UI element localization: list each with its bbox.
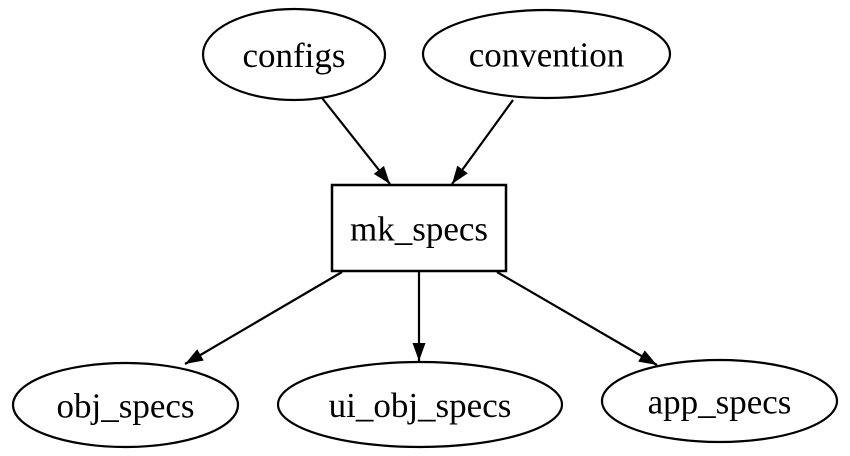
node-app_specs-ellipse — [600, 358, 839, 444]
node-convention: convention — [421, 8, 672, 100]
node-app_specs: app_specs — [600, 358, 839, 444]
node-app_specs-label: app_specs — [648, 383, 792, 422]
node-mk_specs-box — [330, 183, 508, 273]
edge-convention-to-mk_specs — [451, 99, 514, 185]
edge-configs-to-mk_specs — [321, 97, 391, 185]
node-obj_specs: obj_specs — [11, 361, 240, 449]
node-configs-ellipse — [201, 7, 387, 102]
node-ui_obj_specs: ui_obj_specs — [276, 360, 564, 449]
edge-mk_specs-to-app_specs — [496, 271, 658, 366]
node-convention-ellipse — [421, 8, 672, 100]
node-mk_specs: mk_specs — [330, 183, 508, 273]
node-convention-label: convention — [469, 36, 625, 75]
edge-mk_specs-to-obj_specs — [184, 271, 343, 365]
node-mk_specs-label: mk_specs — [350, 210, 488, 249]
node-obj_specs-ellipse — [11, 361, 240, 449]
node-configs-label: configs — [242, 36, 345, 75]
edges-layer — [184, 97, 658, 366]
node-ui_obj_specs-label: ui_obj_specs — [329, 386, 512, 425]
node-configs: configs — [201, 7, 387, 102]
node-ui_obj_specs-ellipse — [276, 360, 564, 449]
node-obj_specs-label: obj_specs — [56, 387, 194, 426]
